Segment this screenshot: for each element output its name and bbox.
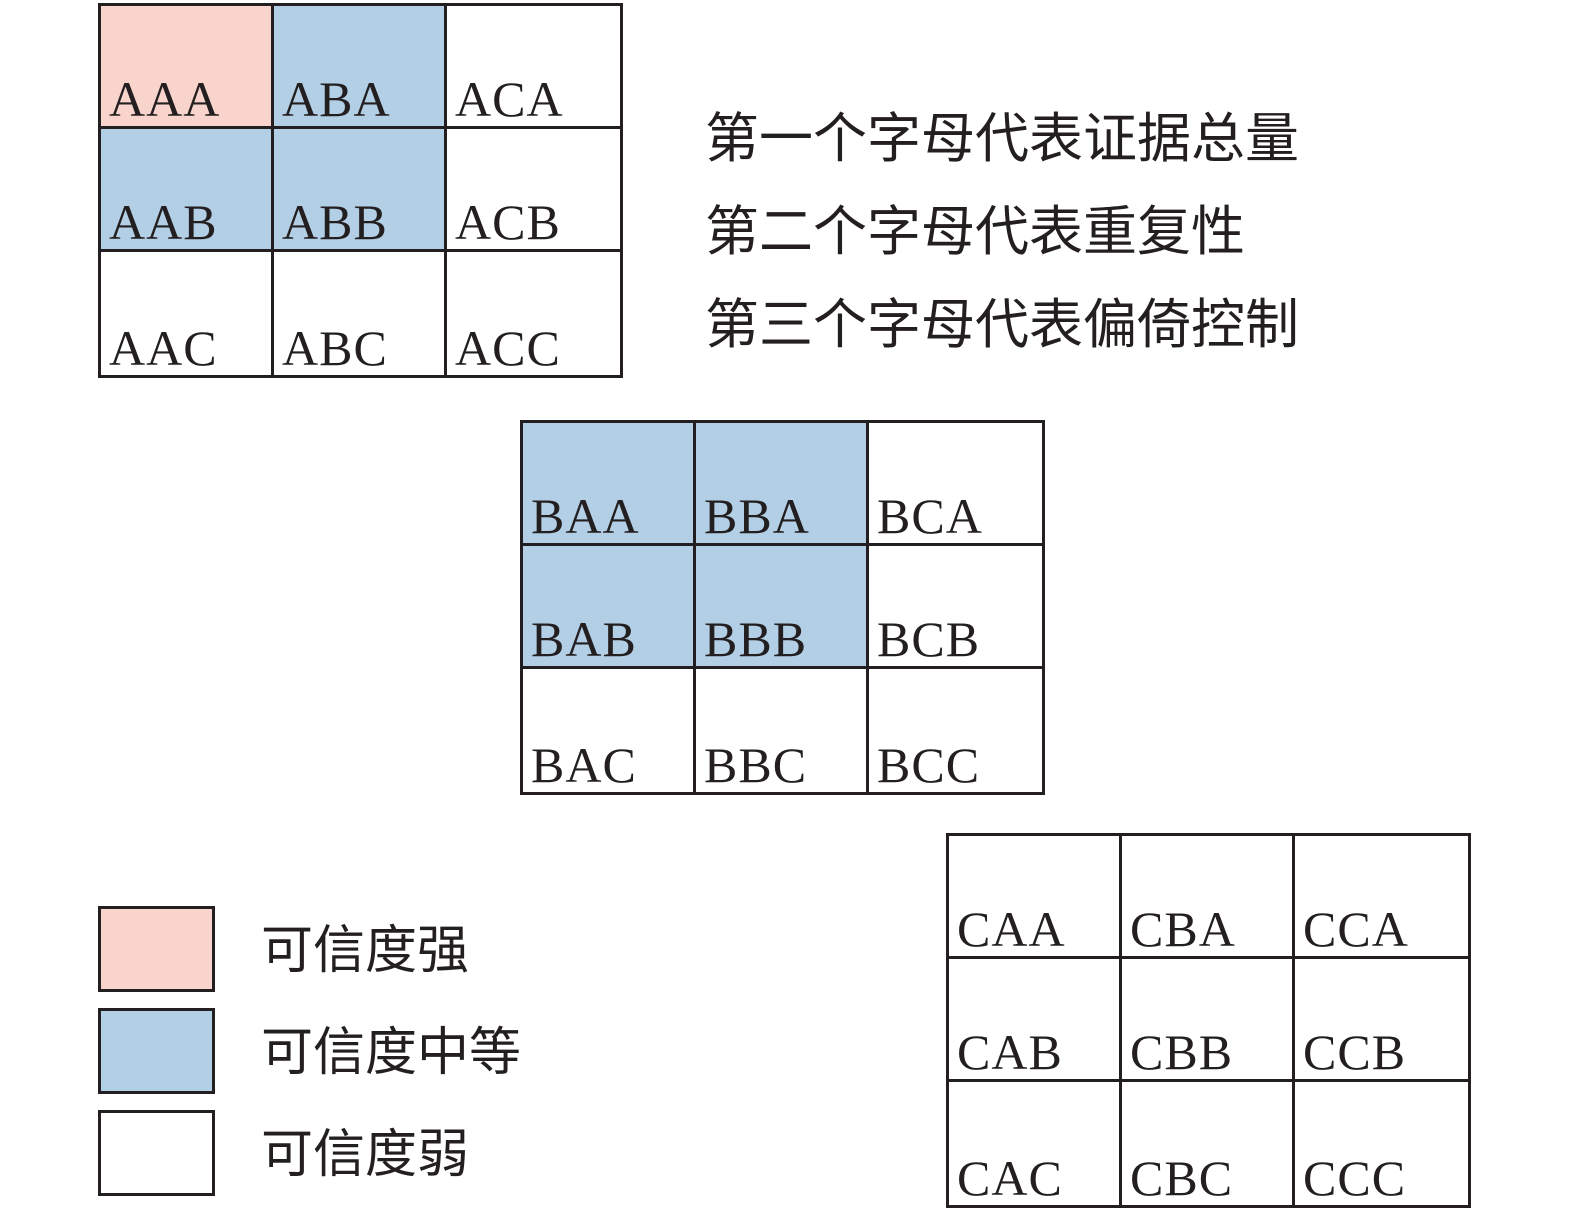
- cell-label: ACA: [455, 71, 564, 127]
- cell-label: BCC: [877, 737, 981, 793]
- cell-baa: BAA: [523, 423, 696, 546]
- legend-swatch-medium: [98, 1008, 215, 1094]
- cell-ccc: CCC: [1295, 1082, 1468, 1205]
- cell-abb: ABB: [274, 129, 447, 252]
- legend-swatch-weak: [98, 1110, 215, 1196]
- cell-label: CBA: [1130, 901, 1236, 957]
- cell-label: CCB: [1303, 1024, 1407, 1080]
- cell-label: BCA: [877, 488, 983, 544]
- cell-label: AAB: [109, 194, 218, 250]
- legend-label-strong: 可信度强: [261, 921, 470, 981]
- cell-bab: BAB: [523, 546, 696, 669]
- note-first-letter: 第一个字母代表证据总量: [705, 107, 1299, 170]
- notes: 第一个字母代表证据总量 第二个字母代表重复性 第三个字母代表偏倚控制: [705, 92, 1299, 371]
- legend-swatch-strong: [98, 906, 215, 992]
- cell-label: BAC: [531, 737, 637, 793]
- cell-ccb: CCB: [1295, 959, 1468, 1082]
- cell-label: ABB: [282, 194, 388, 250]
- cell-bba: BBA: [696, 423, 869, 546]
- cell-label: CAB: [957, 1024, 1063, 1080]
- cell-cba: CBA: [1122, 836, 1295, 959]
- cell-bbc: BBC: [696, 669, 869, 792]
- cell-label: BAB: [531, 611, 637, 667]
- cell-cac: CAC: [949, 1082, 1122, 1205]
- cell-bac: BAC: [523, 669, 696, 792]
- cell-acc: ACC: [447, 252, 620, 375]
- cell-label: BBB: [704, 611, 808, 667]
- cell-aab: AAB: [101, 129, 274, 252]
- note-second-letter: 第二个字母代表重复性: [705, 200, 1245, 263]
- cell-cbb: CBB: [1122, 959, 1295, 1082]
- cell-label: BAA: [531, 488, 640, 544]
- grid-a: AAA ABA ACA AAB ABB ACB AAC ABC ACC: [98, 3, 623, 378]
- cell-label: CBB: [1130, 1024, 1234, 1080]
- cell-bcc: BCC: [869, 669, 1042, 792]
- cell-aca: ACA: [447, 6, 620, 129]
- cell-bbb: BBB: [696, 546, 869, 669]
- cell-aaa: AAA: [101, 6, 274, 129]
- cell-caa: CAA: [949, 836, 1122, 959]
- cell-label: ACB: [455, 194, 561, 250]
- cell-cbc: CBC: [1122, 1082, 1295, 1205]
- cell-label: ACC: [455, 320, 561, 376]
- cell-label: ABC: [282, 320, 388, 376]
- cell-label: CBC: [1130, 1150, 1234, 1206]
- note-third-letter: 第三个字母代表偏倚控制: [705, 293, 1299, 356]
- cell-bca: BCA: [869, 423, 1042, 546]
- legend-label-weak: 可信度弱: [261, 1125, 470, 1185]
- cell-aba: ABA: [274, 6, 447, 129]
- cell-label: CCC: [1303, 1150, 1407, 1206]
- cell-label: BBA: [704, 488, 810, 544]
- cell-label: AAC: [109, 320, 218, 376]
- cell-label: CCA: [1303, 901, 1409, 957]
- cell-label: CAA: [957, 901, 1066, 957]
- grid-c: CAA CBA CCA CAB CBB CCB CAC CBC CCC: [946, 833, 1471, 1208]
- cell-abc: ABC: [274, 252, 447, 375]
- cell-label: BCB: [877, 611, 981, 667]
- cell-label: BBC: [704, 737, 808, 793]
- legend-label-medium: 可信度中等: [261, 1023, 522, 1083]
- cell-acb: ACB: [447, 129, 620, 252]
- cell-label: AAA: [109, 71, 221, 127]
- cell-aac: AAC: [101, 252, 274, 375]
- grid-b: BAA BBA BCA BAB BBB BCB BAC BBC BCC: [520, 420, 1045, 795]
- cell-cab: CAB: [949, 959, 1122, 1082]
- cell-bcb: BCB: [869, 546, 1042, 669]
- cell-label: CAC: [957, 1150, 1063, 1206]
- cell-cca: CCA: [1295, 836, 1468, 959]
- cell-label: ABA: [282, 71, 391, 127]
